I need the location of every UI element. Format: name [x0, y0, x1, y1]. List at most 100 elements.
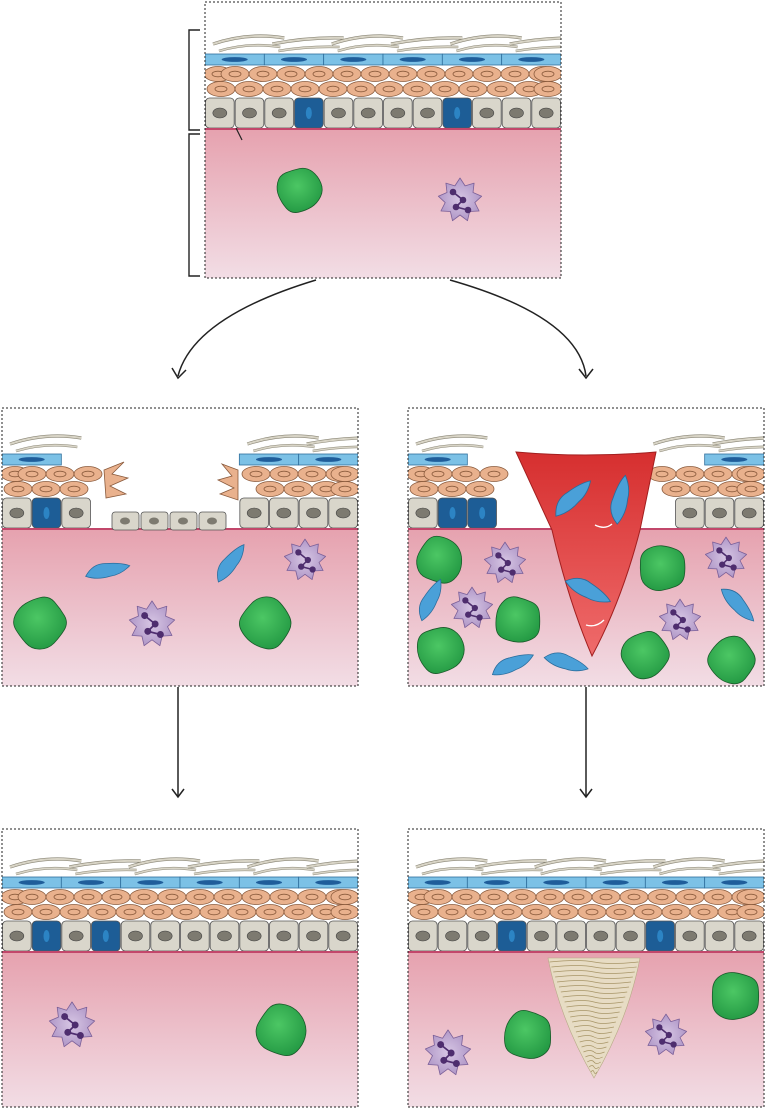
keratinocyte-nucleus — [193, 893, 207, 901]
arrow-down-left-head-icon — [171, 788, 185, 799]
keratinocyte-nucleus — [711, 893, 725, 901]
pointer-line — [235, 127, 243, 141]
keratinocyte-nucleus — [228, 70, 242, 78]
keratinocyte-nucleus — [137, 893, 151, 901]
keratinocyte — [241, 889, 271, 905]
arrow-right-head-icon — [578, 368, 594, 380]
keratinocyte-nucleus — [53, 893, 67, 901]
keratinocyte — [479, 466, 509, 482]
keratinocyte-nucleus — [207, 908, 221, 916]
fibroblast-cell — [543, 652, 589, 672]
immune-nucleus-lobe — [76, 1032, 84, 1039]
keratinocyte — [549, 904, 579, 920]
keratinocyte — [423, 466, 453, 482]
macrophage-cell — [416, 627, 465, 674]
basal-nucleus — [479, 107, 495, 119]
fibroblast-cell — [720, 588, 755, 622]
panel-regeneration — [1, 828, 359, 1108]
immune-nucleus-lobe — [659, 1038, 666, 1045]
keratinocyte-nucleus — [11, 485, 25, 493]
melanocyte-nucleus — [102, 930, 109, 942]
basal-nucleus — [68, 930, 84, 942]
basal-nucleus — [212, 107, 228, 119]
panel-frame — [407, 407, 765, 687]
keratinocyte — [591, 889, 621, 905]
epidermis-bracket-icon — [188, 29, 200, 131]
keratinocyte — [59, 904, 89, 920]
keratinocyte-nucleus — [487, 893, 501, 901]
keratinocyte-nucleus — [214, 85, 228, 93]
keratinocyte-nucleus — [459, 893, 473, 901]
immune-nucleus-lobe — [309, 566, 316, 573]
keratinocyte-nucleus — [438, 85, 452, 93]
keratinocyte — [647, 889, 677, 905]
immune-nucleus-lobe — [498, 566, 505, 573]
keratinocyte-nucleus — [515, 893, 529, 901]
keratinocyte-nucleus — [242, 85, 256, 93]
basal-nucleus — [509, 107, 524, 119]
keratinocyte — [533, 66, 561, 82]
immune-nucleus-lobe — [71, 1021, 79, 1029]
immune-nucleus-lobe — [464, 206, 472, 214]
keratinocyte-nucleus — [445, 908, 459, 916]
keratinocyte-nucleus — [39, 485, 53, 493]
granular-nucleus — [340, 57, 367, 62]
arrow-left-icon — [177, 279, 317, 377]
keratinocyte-nucleus — [417, 485, 431, 493]
keratinocyte — [297, 889, 327, 905]
keratinocyte — [330, 466, 358, 482]
keratinocyte — [276, 66, 306, 82]
keratinocyte — [206, 81, 236, 97]
macrophage-cell — [255, 1003, 307, 1057]
immune-nucleus — [440, 1043, 457, 1065]
basal-nucleus — [9, 930, 25, 942]
immune-nucleus-lobe — [64, 1028, 72, 1036]
keratinocyte-nucleus — [541, 85, 555, 93]
keratinocyte-nucleus — [683, 893, 697, 901]
keratinocyte — [129, 889, 159, 905]
basal-nucleus — [593, 930, 609, 942]
panel-deep-wound — [407, 407, 765, 687]
immune-nucleus-lobe — [295, 549, 302, 556]
keratinocyte — [17, 466, 47, 482]
immune-nucleus — [658, 1026, 674, 1046]
keratinocyte — [318, 81, 348, 97]
keratinocyte — [73, 889, 103, 905]
granular-nucleus — [661, 880, 689, 885]
keratinocyte — [297, 466, 327, 482]
macrophage-cell — [711, 972, 760, 1020]
keratinocyte-nucleus — [431, 893, 445, 901]
immune-nucleus-lobe — [509, 569, 516, 576]
immune-nucleus-lobe — [730, 564, 737, 571]
basal-nucleus — [276, 507, 292, 519]
keratinocyte-nucleus — [744, 470, 758, 478]
basal-nucleus — [187, 930, 203, 942]
immune-nucleus-lobe — [665, 1031, 672, 1039]
keratinocyte-nucleus — [473, 908, 487, 916]
basal-nucleus — [306, 930, 321, 942]
immune-nucleus-lobe — [656, 1024, 663, 1031]
keratinocyte — [59, 481, 89, 497]
keratinocyte — [283, 481, 313, 497]
immune-nucleus-lobe — [495, 552, 502, 559]
stratum-corneum — [9, 434, 358, 453]
keratinocyte — [500, 66, 530, 82]
keratinocyte — [374, 81, 404, 97]
immune-nucleus-lobe — [679, 616, 686, 624]
keratinocyte-nucleus — [501, 908, 515, 916]
keratinocyte — [430, 81, 460, 97]
keratinocyte — [171, 904, 201, 920]
melanocyte-nucleus — [454, 107, 461, 119]
keratinocyte — [736, 466, 764, 482]
basal-nucleus — [415, 930, 431, 942]
keratinocyte — [45, 889, 75, 905]
granular-nucleus — [137, 880, 164, 885]
keratinocyte — [330, 889, 358, 905]
dermis — [205, 130, 561, 278]
basal-nucleus — [712, 507, 727, 519]
keratinocyte — [234, 81, 264, 97]
basal-nucleus — [415, 507, 431, 519]
basal-nucleus — [217, 930, 232, 942]
keratinocyte-nucleus — [744, 893, 758, 901]
